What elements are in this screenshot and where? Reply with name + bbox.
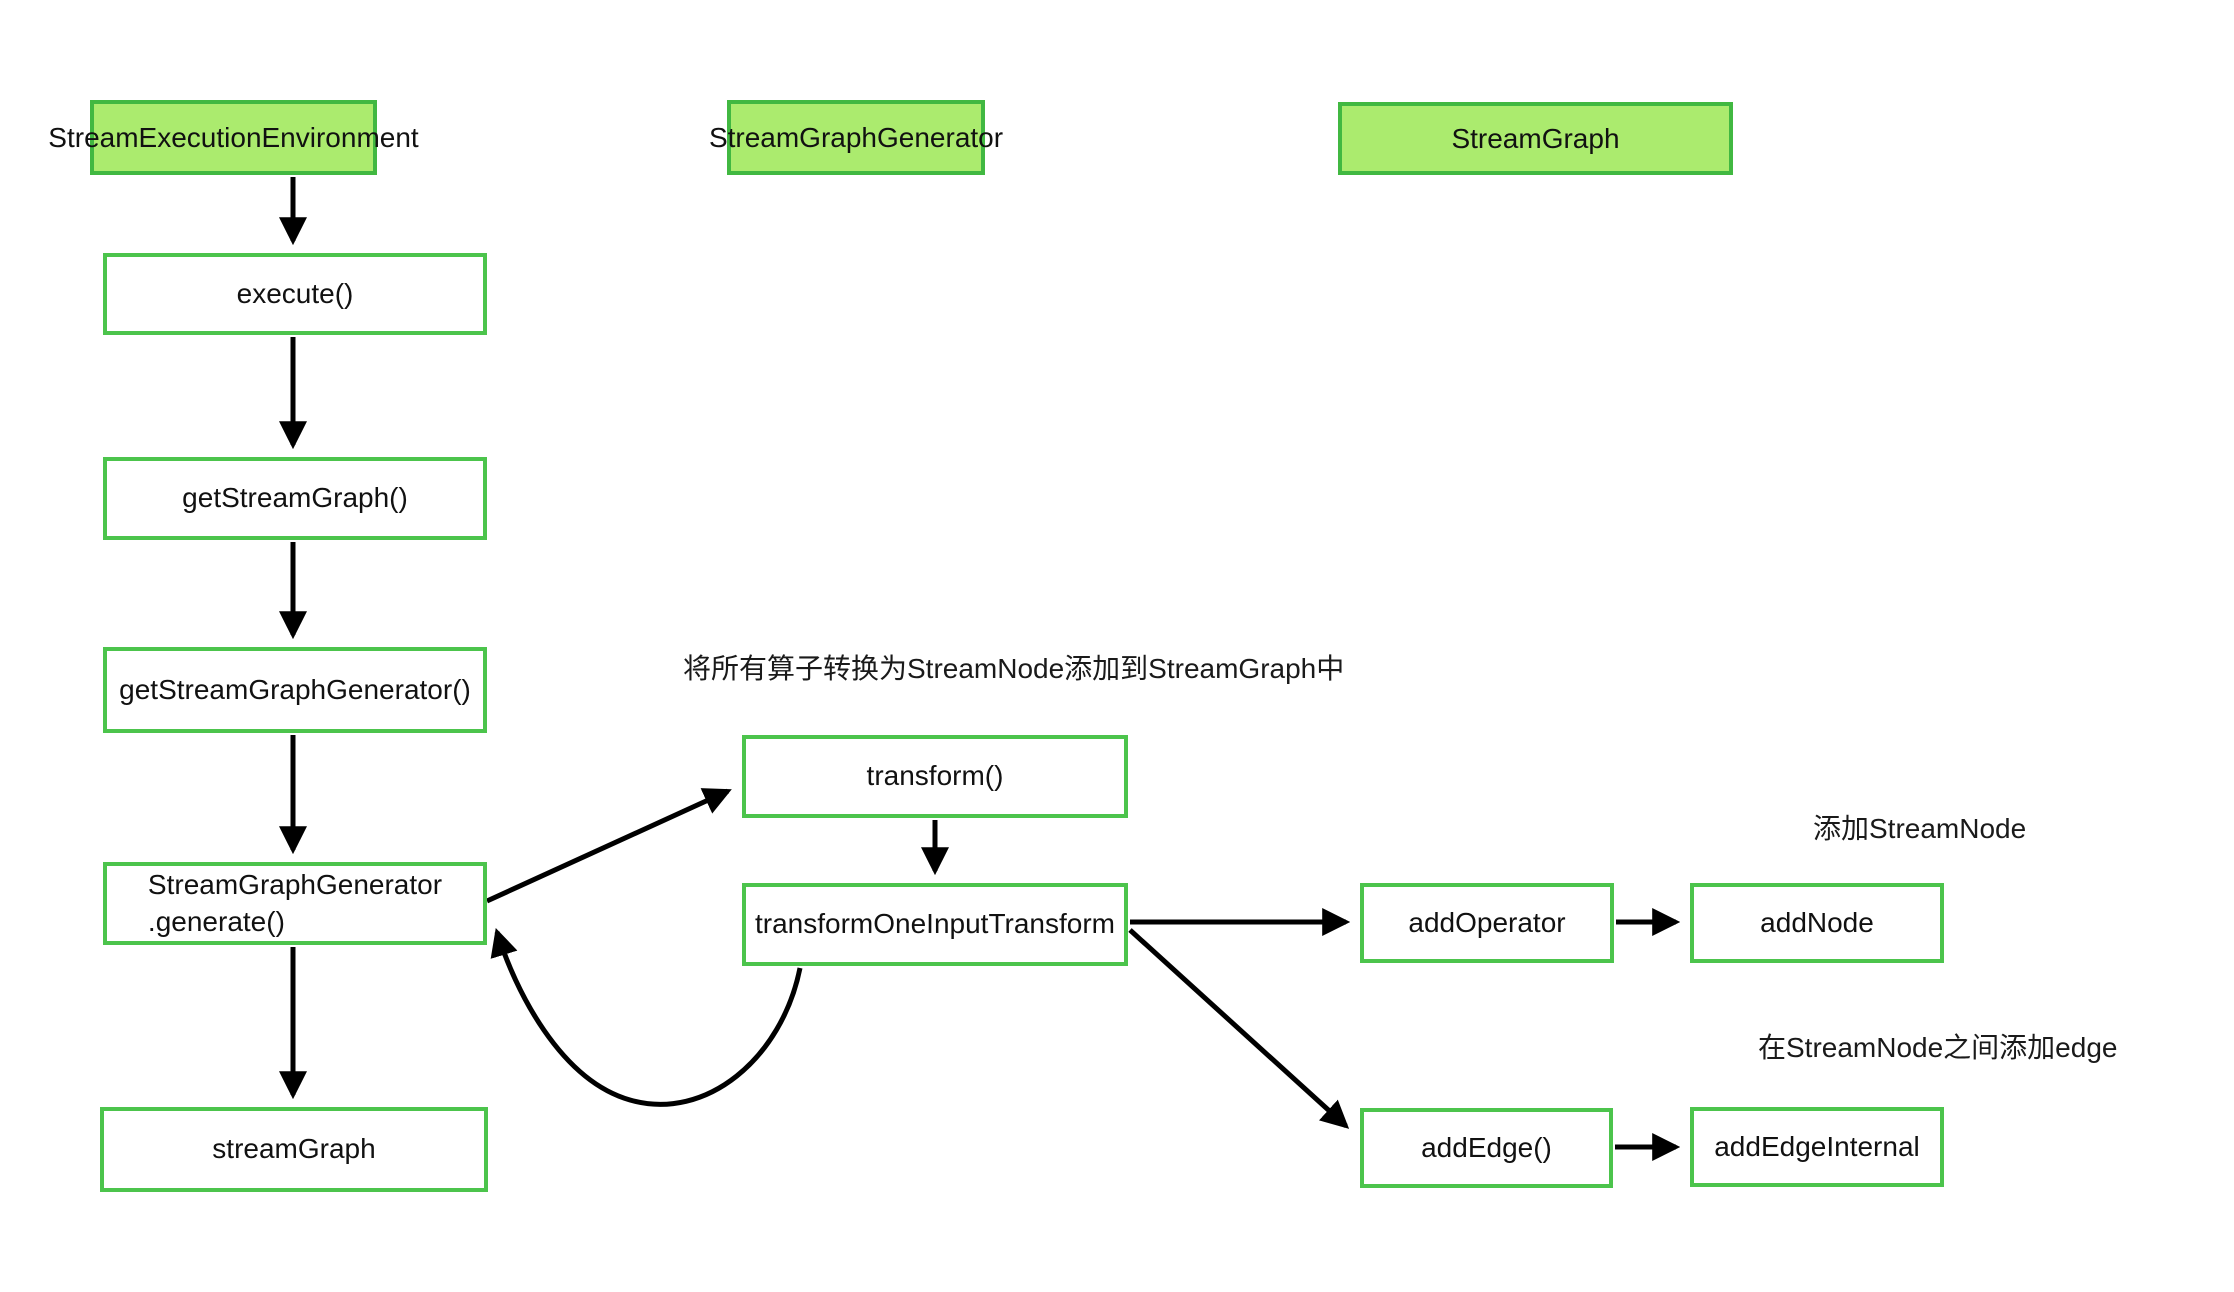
arrow-generate-to-transform [485,788,732,904]
header-stream-graph-generator-label: StreamGraphGenerator [708,121,1004,153]
node-transform-one-input-transform-label: transformOneInputTransform [755,908,1115,940]
node-add-node: addNode [1690,883,1944,963]
node-transform-one-input-transform: transformOneInputTransform [742,883,1128,966]
header-stream-graph-generator: StreamGraphGenerator [709,100,1003,175]
node-transform: transform() [742,735,1128,818]
arrow-transformoneinput-to-generate-curved [490,927,803,1107]
node-get-stream-graph: getStreamGraph() [103,457,487,540]
node-add-operator: addOperator [1360,883,1614,963]
node-get-stream-graph-label: getStreamGraph() [182,482,408,514]
annotation-transform-note: 将所有算子转换为StreamNode添加到StreamGraph中 [683,653,1345,684]
arrow-transformoneinput-to-addedge [1128,928,1350,1129]
generate-line1: StreamGraphGenerator [147,869,443,901]
node-transform-label: transform() [866,760,1004,792]
node-stream-graph-generator-generate-label: StreamGraphGenerator .generate() [148,867,442,940]
node-add-edge-internal-label: addEdgeInternal [1714,1130,1920,1162]
annotation-add-node-note: 添加StreamNode [1813,813,2027,844]
node-add-node-label: addNode [1760,906,1874,938]
annotation-add-edge-note: 在StreamNode之间添加edge [1758,1032,2118,1063]
generate-line2: .generate() [147,905,285,937]
node-execute-label: execute() [236,277,354,309]
node-stream-graph-variable-label: streamGraph [212,1133,376,1165]
node-stream-graph-variable: streamGraph [100,1107,488,1192]
node-add-operator-label: addOperator [1408,906,1566,938]
node-execute: execute() [103,253,487,335]
node-get-stream-graph-generator-label: getStreamGraphGenerator() [119,673,471,705]
header-stream-graph-label: StreamGraph [1451,122,1620,154]
node-stream-graph-generator-generate: StreamGraphGenerator .generate() [103,862,487,945]
node-get-stream-graph-generator: getStreamGraphGenerator() [103,647,487,733]
header-stream-execution-environment: StreamExecutionEnvironment [48,100,419,175]
node-add-edge-label: addEdge() [1421,1131,1552,1163]
header-stream-execution-environment-label: StreamExecutionEnvironment [48,121,419,153]
header-stream-graph: StreamGraph [1338,102,1733,175]
node-add-edge: addEdge() [1360,1108,1613,1188]
node-add-edge-internal: addEdgeInternal [1690,1107,1944,1187]
